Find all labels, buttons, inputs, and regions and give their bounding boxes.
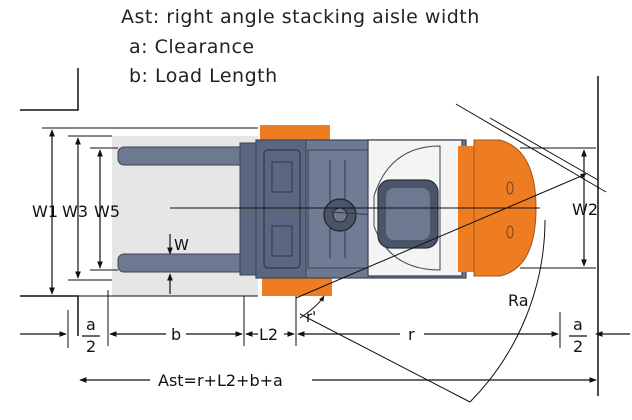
label-w3: W3 bbox=[62, 202, 88, 221]
fork-assembly bbox=[117, 142, 257, 276]
label-a-right-num: a bbox=[573, 315, 583, 334]
front-wheel-top bbox=[260, 125, 330, 143]
label-r-prime: r' bbox=[306, 308, 316, 326]
label-a-left-num: a bbox=[86, 315, 96, 334]
label-a-right-den: 2 bbox=[573, 337, 583, 356]
label-w: W bbox=[174, 236, 189, 254]
label-ast-formula: Ast=r+L2+b+a bbox=[158, 371, 283, 390]
label-b: b bbox=[171, 325, 181, 344]
label-a-left-den: 2 bbox=[86, 337, 96, 356]
legend-clearance: a: Clearance bbox=[129, 36, 255, 58]
label-w5: W5 bbox=[94, 202, 120, 221]
label-w1: W1 bbox=[32, 202, 58, 221]
label-l2: L2 bbox=[259, 325, 278, 344]
legend-load-length: b: Load Length bbox=[129, 65, 278, 87]
front-wheel-bottom bbox=[262, 278, 332, 296]
label-r: r bbox=[408, 325, 415, 344]
legend-ast: Ast: right angle stacking aisle width bbox=[121, 6, 480, 28]
label-ra: Ra bbox=[508, 291, 529, 310]
label-w2: W2 bbox=[572, 200, 598, 219]
